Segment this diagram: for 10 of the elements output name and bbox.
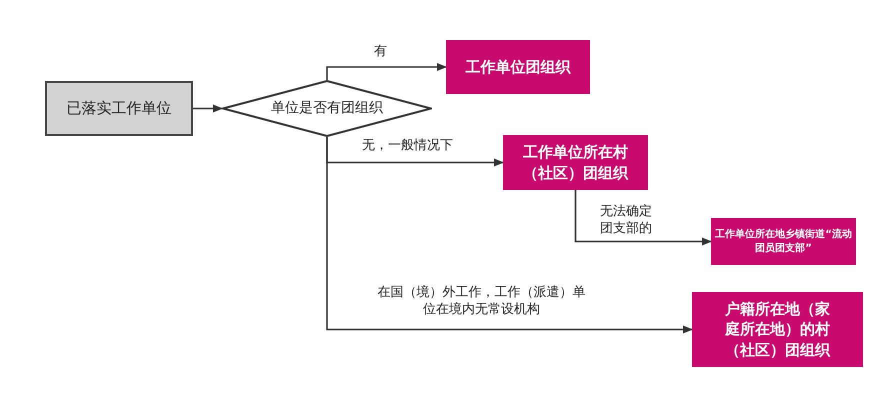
result-box: 工作单位所在村（社区）团组织 bbox=[503, 135, 648, 190]
result-box: 户籍所在地（家庭所在地）的村（社区）团组织 bbox=[692, 292, 863, 367]
result-box: 工作单位团组织 bbox=[446, 40, 590, 94]
process-box: 已落实工作单位 bbox=[45, 81, 193, 136]
result-box: 工作单位所在地乡镇街道“流动团员团支部” bbox=[711, 218, 856, 265]
decision-diamond: 单位是否有团组织 bbox=[222, 80, 432, 137]
arrow bbox=[326, 137, 693, 334]
arrow bbox=[193, 104, 223, 112]
arrow bbox=[326, 63, 447, 80]
arrow bbox=[574, 190, 712, 246]
